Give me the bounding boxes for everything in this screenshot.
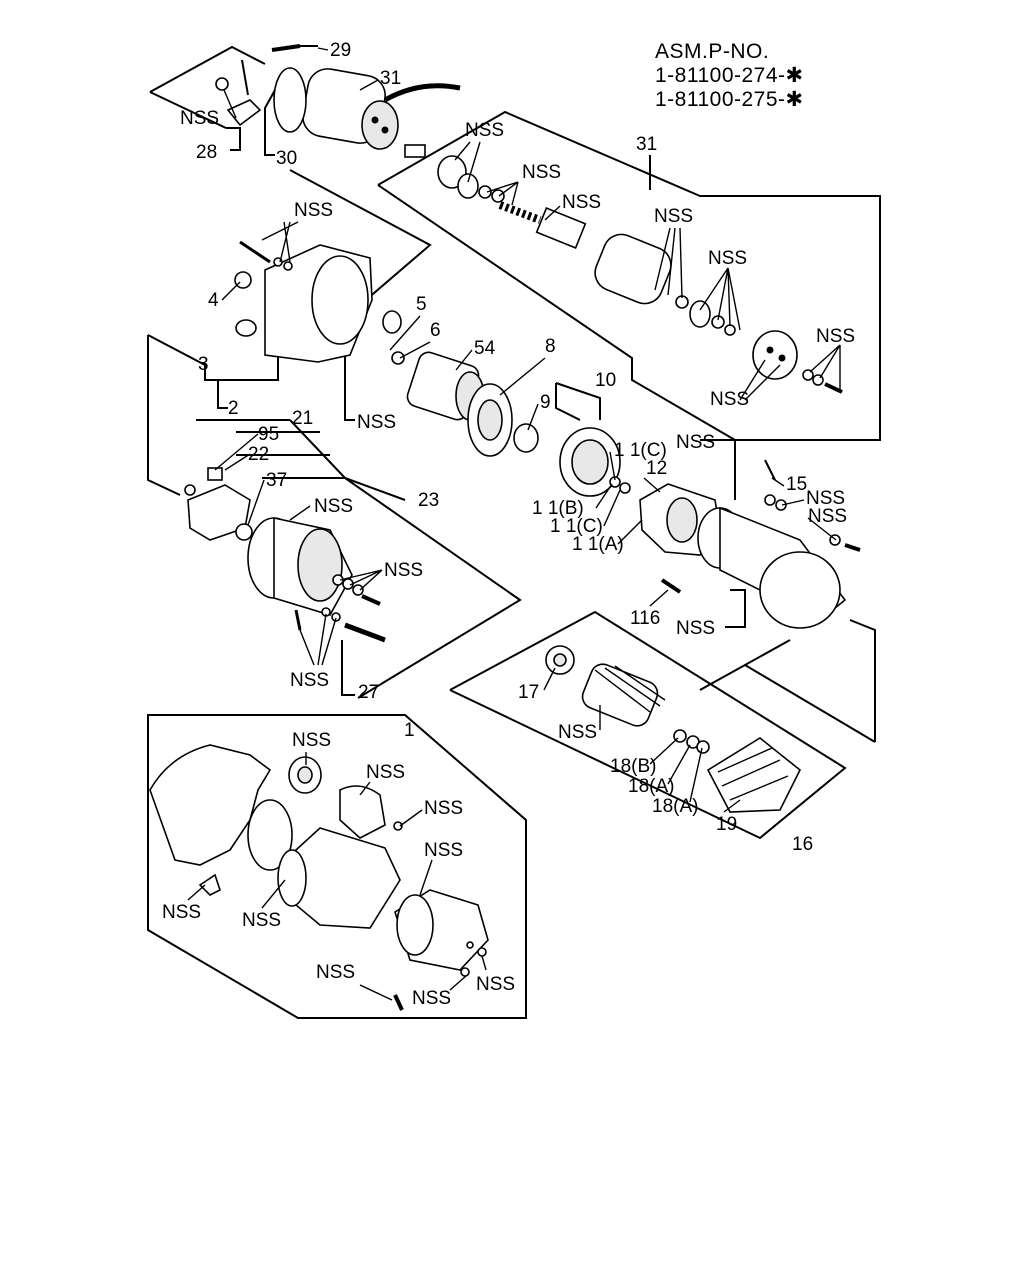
label-11c: 1 1(C) [550,516,603,537]
assembly-part-number-header: ASM.P-NO. 1-81100-274-✱ 1-81100-275-✱ [655,40,804,111]
label-17: 17 [518,682,539,703]
label-12: 12 [646,458,667,479]
solenoid-switch-part [215,44,461,150]
label-11c-top: 1 1(C) [614,440,667,461]
label-nss: NSS [806,488,845,509]
part-number-labels: 29 31 NSS 28 30 31 NSS NSS NSS NSS NSS N… [162,40,855,1009]
label-18a-2: 18(A) [652,796,698,817]
label-18b: 18(B) [610,756,656,777]
label-18a: 18(A) [628,776,674,797]
label-nss: NSS [710,389,749,410]
label-21: 21 [292,408,313,429]
label-nss: NSS [412,988,451,1009]
group-outlines [147,45,881,1019]
label-5: 5 [416,294,427,315]
label-2: 2 [228,398,239,419]
label-nss: NSS [292,730,331,751]
label-16: 16 [792,834,813,855]
leader-lines [187,47,841,1001]
label-9: 9 [540,392,551,413]
label-nss: NSS [180,108,219,129]
label-10: 10 [595,370,616,391]
label-30: 30 [276,148,297,169]
label-116: 116 [630,608,660,629]
header-title: ASM.P-NO. [655,40,769,63]
label-27: 27 [358,682,379,703]
label-4: 4 [208,290,219,311]
label-nss: NSS [676,618,715,639]
label-nss: NSS [242,910,281,931]
label-nss: NSS [816,326,855,347]
label-31-box: 31 [636,134,657,155]
repair-kit-parts [149,744,489,1011]
repair-kit-group-box [147,714,527,1019]
label-8: 8 [545,336,556,357]
label-37: 37 [266,470,287,491]
label-95: 95 [258,424,279,445]
armature-group-box [449,610,847,840]
label-nss: NSS [562,192,601,213]
label-nss: NSS [162,902,201,923]
label-1: 1 [404,720,415,741]
label-nss: NSS [384,560,423,581]
label-11b: 1 1(B) [532,498,584,519]
center-bracket-part [639,459,861,629]
label-nss: NSS [357,412,396,433]
solenoid-internal-parts [404,144,843,394]
label-nss: NSS [424,840,463,861]
label-nss: NSS [708,248,747,269]
brush-holder-field-coil [184,467,386,643]
drive-housing-part [234,240,405,365]
label-nss: NSS [676,432,715,453]
label-22: 22 [248,444,269,465]
header-part-number-1: 1-81100-274-✱ [655,64,804,87]
label-nss: NSS [522,162,561,183]
label-nss: NSS [316,962,355,983]
label-19: 19 [716,814,737,835]
label-nss: NSS [654,206,693,227]
label-nss: NSS [424,798,463,819]
label-54: 54 [474,338,496,359]
label-nss: NSS [366,762,405,783]
label-nss: NSS [808,506,847,527]
label-29: 29 [330,40,351,61]
label-nss: NSS [294,200,333,221]
label-15: 15 [786,474,807,495]
armature-part [545,645,802,813]
label-nss: NSS [558,722,597,743]
label-23: 23 [418,490,439,511]
label-31-top: 31 [380,68,401,89]
label-3: 3 [198,354,209,375]
header-part-number-2: 1-81100-275-✱ [655,88,804,111]
label-28: 28 [196,142,217,163]
label-11a: 1 1(A) [572,534,624,555]
label-nss: NSS [290,670,329,691]
label-6: 6 [430,320,441,341]
label-nss: NSS [465,120,504,141]
solenoid-group-box [377,110,881,441]
label-nss: NSS [314,496,353,517]
label-nss: NSS [476,974,515,995]
pinion-clutch-parts [406,351,631,497]
